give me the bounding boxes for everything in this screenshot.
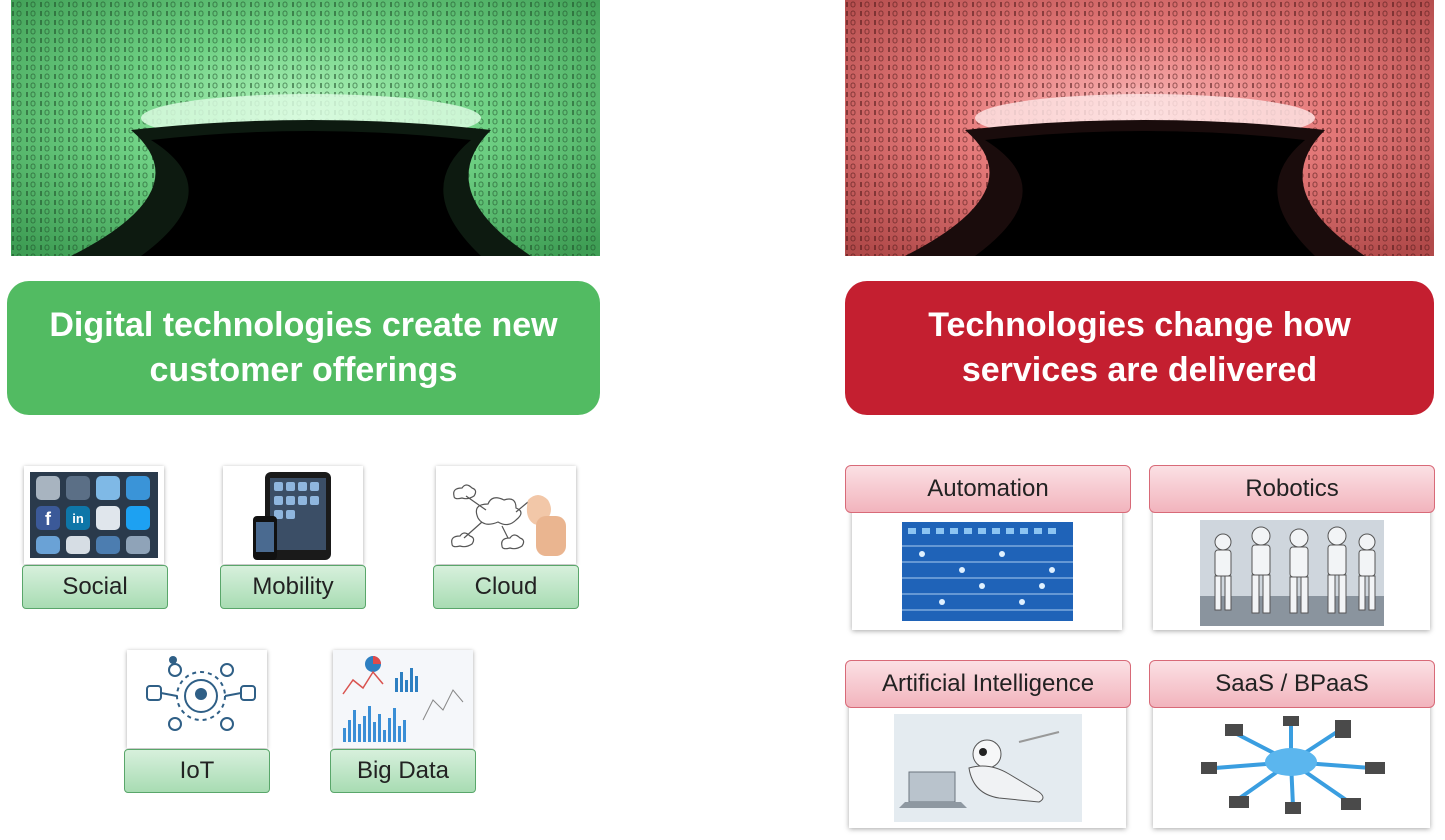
- right-headline-banner: Technologies change how services are del…: [845, 281, 1434, 415]
- delivery-label-ai: Artificial Intelligence: [845, 660, 1131, 708]
- ai-robot-icon: [894, 714, 1082, 822]
- social-thumbnail: f in: [24, 466, 164, 564]
- right-headline-line2: services are delivered: [961, 351, 1318, 389]
- green-tunnel-image: [11, 0, 600, 256]
- offering-label-iot: IoT: [124, 749, 270, 793]
- delivery-label-automation: Automation: [845, 465, 1131, 513]
- offering-bigdata-text: Big Data: [356, 757, 450, 784]
- mobile-devices-icon: [253, 472, 331, 560]
- cloud-sketch-icon: [436, 466, 576, 564]
- delivery-label-saas: SaaS / BPaaS: [1149, 660, 1435, 708]
- offering-mobility-text: Mobility: [252, 573, 334, 600]
- offering-label-mobility: Mobility: [220, 565, 366, 609]
- automation-card: [852, 506, 1122, 630]
- saas-card: [1153, 702, 1430, 828]
- cloud-thumbnail: [436, 466, 576, 564]
- offering-cloud-text: Cloud: [474, 573, 538, 600]
- robotics-card: [1153, 506, 1430, 630]
- bigdata-thumbnail: [333, 650, 473, 748]
- left-headline-banner: Digital technologies create new customer…: [7, 281, 600, 415]
- robots-icon: [1200, 520, 1384, 626]
- automation-grid-icon: [902, 522, 1073, 621]
- offering-iot-text: IoT: [179, 757, 215, 784]
- data-charts-icon: [333, 650, 473, 748]
- svg-text:in: in: [72, 511, 84, 526]
- delivery-robotics-text: Robotics: [1245, 475, 1339, 502]
- svg-text:f: f: [45, 509, 52, 529]
- left-headline-line1: Digital technologies create new: [49, 306, 558, 344]
- ai-card: [849, 702, 1126, 828]
- iot-network-icon: [127, 650, 267, 748]
- delivery-automation-text: Automation: [927, 475, 1049, 502]
- mobility-thumbnail: [223, 466, 363, 564]
- delivery-label-robotics: Robotics: [1149, 465, 1435, 513]
- cloud-network-icon: [1153, 702, 1430, 828]
- offering-label-social: Social: [22, 565, 168, 609]
- right-headline-line1: Technologies change how: [928, 306, 1351, 344]
- left-headline-line2: customer offerings: [149, 351, 458, 389]
- red-tunnel-image: [845, 0, 1434, 256]
- iot-thumbnail: [127, 650, 267, 748]
- delivery-saas-text: SaaS / BPaaS: [1215, 670, 1369, 697]
- delivery-ai-text: Artificial Intelligence: [881, 670, 1095, 697]
- offering-social-text: Social: [62, 573, 128, 600]
- offering-label-cloud: Cloud: [433, 565, 579, 609]
- offering-label-bigdata: Big Data: [330, 749, 476, 793]
- social-apps-icon: f in: [30, 472, 158, 558]
